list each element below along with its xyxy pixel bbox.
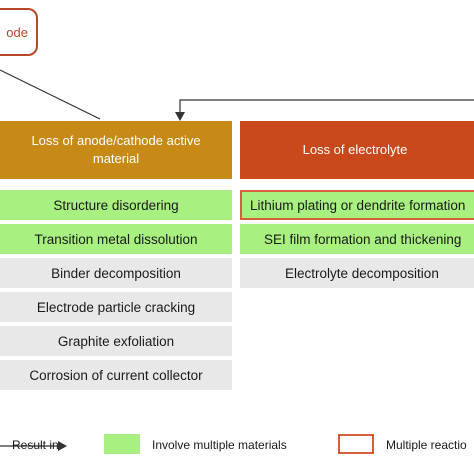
item-transition-metal-dissolution: Transition metal dissolution: [0, 224, 232, 254]
legend-green-swatch: [104, 434, 140, 454]
item-label: Lithium plating or dendrite formation: [250, 197, 466, 213]
item-label: Corrosion of current collector: [29, 367, 203, 383]
item-structure-disordering: Structure disordering: [0, 190, 232, 220]
item-label: Electrode particle cracking: [36, 299, 196, 315]
legend-red-border-swatch: [338, 434, 374, 454]
category-label: Loss of anode/cathode active material: [31, 133, 201, 166]
top-node-partial: ode: [0, 8, 38, 56]
item-label: Graphite exfoliation: [57, 333, 175, 349]
connector-top-to-cat1: [0, 69, 101, 120]
item-binder-decomposition: Binder decomposition: [0, 258, 232, 288]
legend-multiple-reactions: Multiple reactio: [386, 438, 467, 452]
item-electrode-particle-cracking: Electrode particle cracking: [0, 292, 232, 322]
item-sei-film-formation: SEI film formation and thickening: [240, 224, 474, 254]
item-lithium-plating: Lithium plating or dendrite formation: [240, 190, 474, 220]
top-node-label: ode: [6, 24, 28, 40]
item-label: Structure disordering: [53, 197, 179, 213]
legend-involve-multiple: Involve multiple materials: [152, 438, 287, 452]
item-label: Electrolyte decomposition: [285, 265, 439, 281]
item-corrosion-of-current-collector: Corrosion of current collector: [0, 360, 232, 390]
item-electrolyte-decomposition: Electrolyte decomposition: [240, 258, 474, 288]
category-label: Loss of electrolyte: [302, 142, 408, 158]
legend-result-in: Result in: [12, 438, 59, 452]
category-loss-of-active-material: Loss of anode/cathode active material: [0, 121, 232, 179]
arrowhead-cat2: [175, 112, 185, 121]
item-label: SEI film formation and thickening: [264, 231, 462, 247]
item-label: Binder decomposition: [51, 265, 181, 281]
legend-result-arrow-head: [58, 441, 67, 451]
connector-to-cat2: [179, 99, 474, 120]
item-label: Transition metal dissolution: [34, 231, 198, 247]
category-loss-of-electrolyte: Loss of electrolyte: [240, 121, 474, 179]
item-graphite-exfoliation: Graphite exfoliation: [0, 326, 232, 356]
